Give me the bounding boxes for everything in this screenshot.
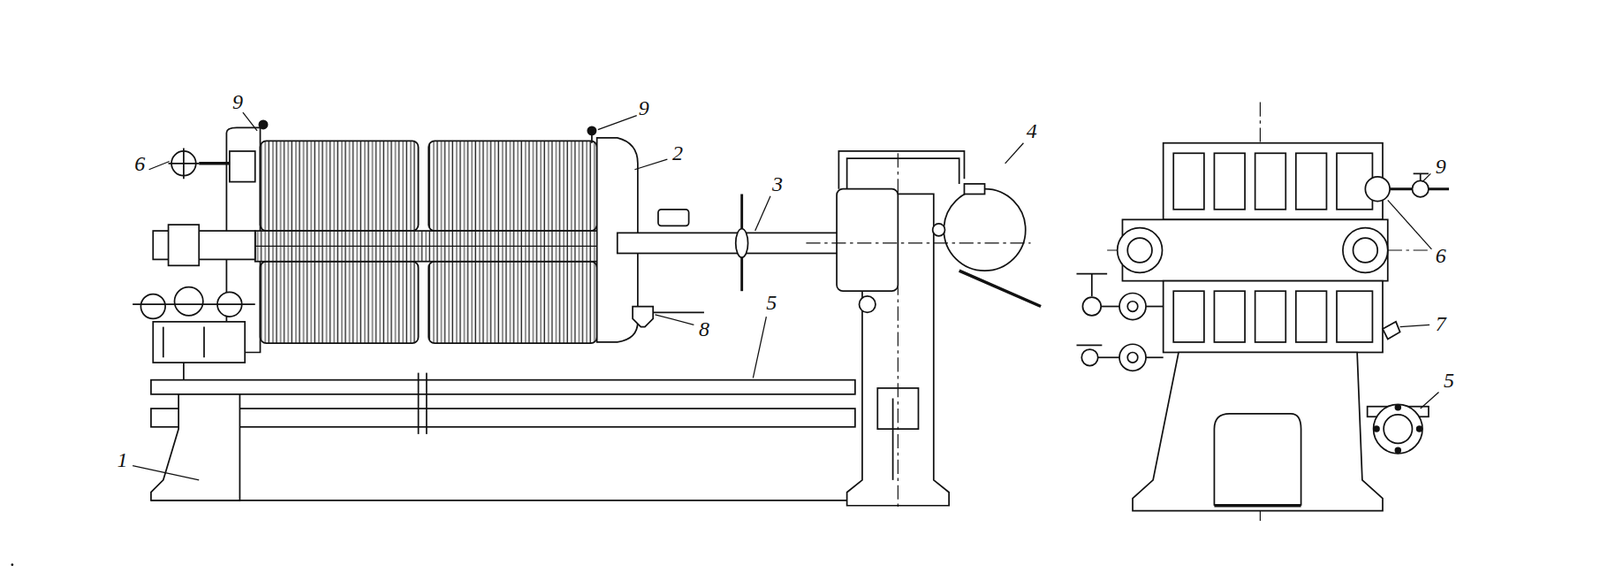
callout-number: 9 xyxy=(1433,154,1449,178)
callout-number: 2 xyxy=(670,141,685,165)
callout-number: 5 xyxy=(764,290,779,314)
callout-number: 9 xyxy=(636,96,652,120)
callout-number: 1 xyxy=(115,447,130,471)
callout-number: 8 xyxy=(697,317,712,341)
callout-number: 5 xyxy=(1441,368,1456,392)
callout-number: 3 xyxy=(770,172,785,196)
callout-number: 6 xyxy=(132,151,147,175)
callout-number: 6 xyxy=(1433,243,1449,267)
callout-number: 9 xyxy=(230,90,245,114)
callout-number: 4 xyxy=(1024,119,1039,143)
callout-number: 7 xyxy=(1433,311,1449,335)
